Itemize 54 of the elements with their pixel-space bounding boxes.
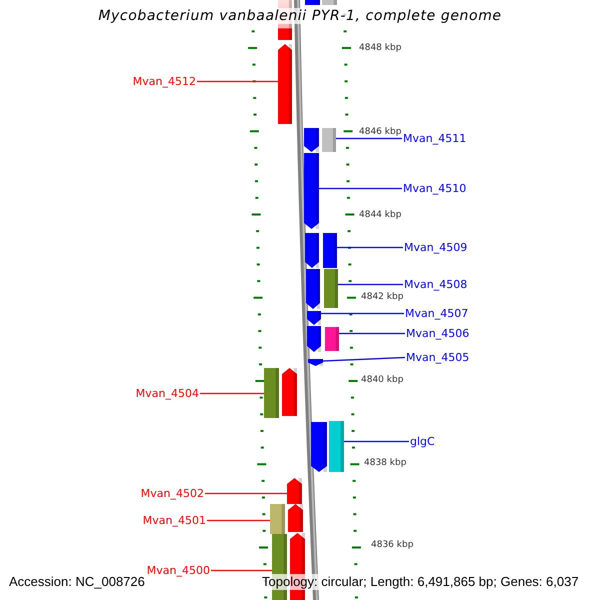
gene-bar [322, 128, 336, 152]
gene-label: Mvan_4505 [406, 351, 470, 364]
gene-label: Mvan_4504 [136, 387, 199, 400]
genome-info-text: Topology: circular; Length: 6,491,865 bp; Genes: 6,037 [262, 574, 579, 590]
gene-segment [287, 478, 302, 504]
gene-label: Mvan_4511 [403, 132, 466, 145]
scale-label: 4838 kbp [364, 458, 406, 469]
gene-label: Mvan_4508 [404, 278, 468, 291]
gene-bar [270, 504, 285, 534]
gene-bar [323, 233, 337, 268]
gene-segment [278, 44, 292, 124]
leader-line [339, 332, 405, 334]
gene-label: Mvan_4510 [403, 182, 466, 195]
scale-label: 4844 kbp [359, 210, 402, 221]
gene-segment [308, 359, 323, 366]
leader-line [338, 284, 403, 286]
gene-bar [325, 327, 339, 351]
gene-bar [264, 368, 279, 418]
leader-line [336, 138, 402, 140]
scale-label: 4840 kbp [361, 375, 404, 386]
leader-line [197, 80, 278, 82]
scale-label: 4836 kbp [371, 540, 414, 551]
scale-label: 4842 kbp [361, 292, 404, 303]
scale-label: 4846 kbp [359, 127, 402, 138]
leader-line [344, 440, 409, 442]
leader-line [319, 188, 402, 190]
gene-segment [307, 326, 321, 352]
leader-line [211, 570, 272, 572]
title: Mycobacterium vanbaalenii PYR-1, complete genome [98, 8, 502, 24]
gene-bar [324, 269, 338, 308]
leader-line [337, 246, 403, 248]
gene-segment [288, 504, 303, 532]
leader-line [322, 356, 406, 362]
leader-line [205, 492, 287, 494]
gene-label: Mvan_4509 [404, 241, 468, 254]
gene-label: glgC [410, 435, 435, 448]
gene-label: Mvan_4506 [406, 327, 470, 340]
gene-segment [282, 368, 297, 416]
leader-line [321, 312, 404, 314]
gene-segment [304, 128, 319, 152]
gene-label: Mvan_4502 [140, 487, 204, 500]
gene-segment [305, 233, 319, 268]
gene-label: Mvan_4507 [405, 307, 468, 320]
gene-label: Mvan_4500 [146, 564, 210, 577]
accession-text: Accession: NC_008726 [9, 574, 145, 590]
leader-line [207, 520, 270, 522]
gene-label: Mvan_4501 [142, 514, 206, 527]
gene-segment [306, 269, 320, 309]
gene-segment [307, 311, 321, 325]
gene-segment [311, 422, 327, 472]
gene-bar [329, 421, 344, 472]
scale-label: 4848 kbp [359, 43, 402, 54]
leader-line [200, 392, 264, 394]
gene-label: Mvan_4512 [132, 75, 196, 88]
